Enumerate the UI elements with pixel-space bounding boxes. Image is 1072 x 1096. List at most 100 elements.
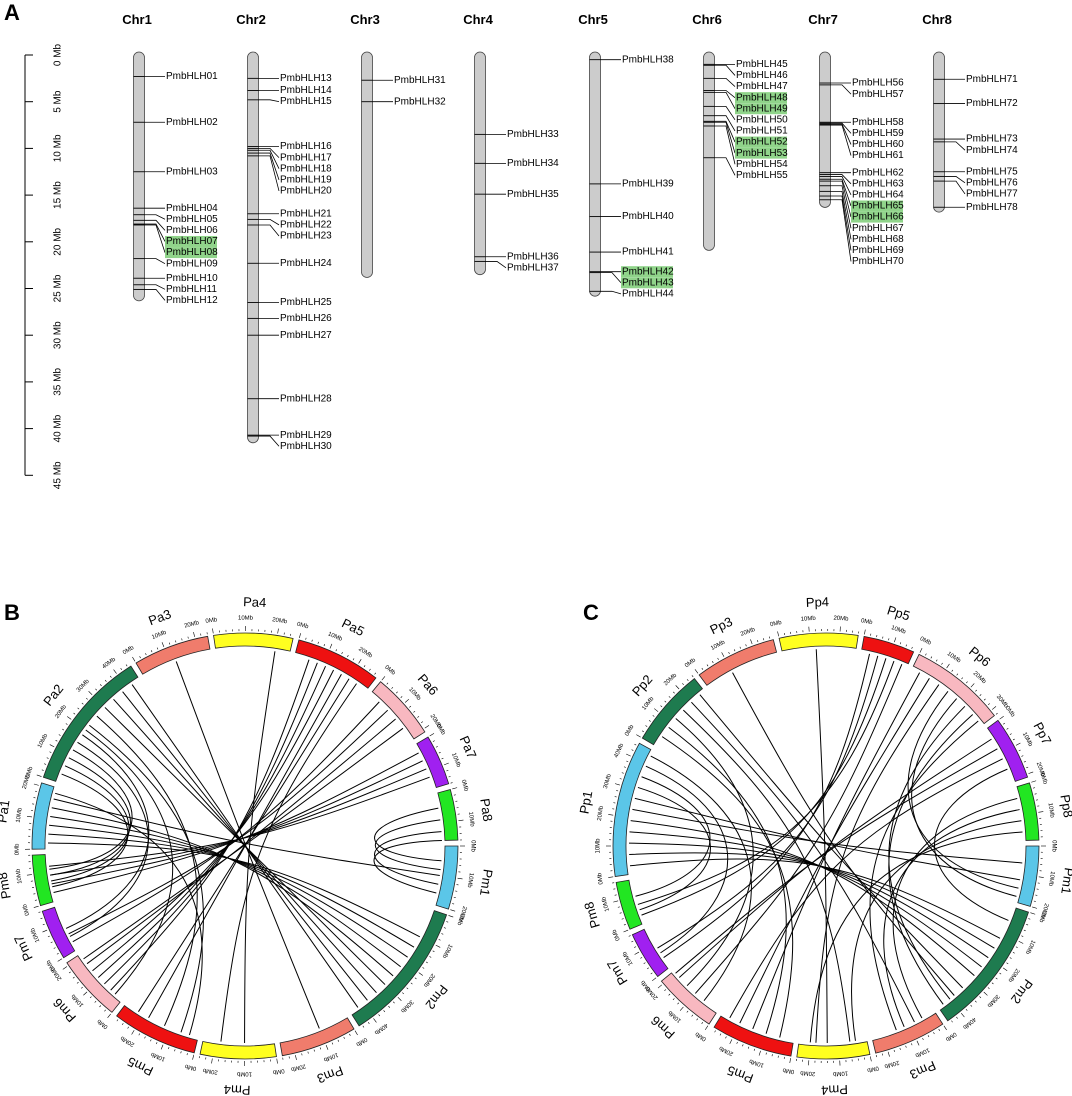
segment-arc: [641, 677, 703, 746]
segment-tick: [150, 1039, 152, 1042]
gene-label: PmbHLH57: [852, 89, 904, 100]
segment-tick: [736, 1041, 738, 1044]
gene-connector: [714, 121, 736, 154]
segment-tick: [899, 642, 902, 645]
segment-tick: [1028, 918, 1031, 920]
segment-tick: [664, 700, 667, 703]
synteny-link: [104, 662, 318, 985]
segment-tick-label: 40Mb: [961, 1016, 977, 1031]
segment-tick-label: 0Mb: [45, 958, 57, 972]
segment-tick: [435, 746, 438, 748]
segment-tick: [301, 1053, 303, 1056]
scale-label: 40 Mb: [53, 414, 64, 442]
synteny-link: [883, 809, 1020, 1028]
synteny-link: [85, 729, 173, 995]
segment-tick: [99, 1005, 102, 1008]
chromosome-chr1: Chr1PmbHLH01PmbHLH02PmbHLH03PmbHLH04PmbH…: [122, 12, 218, 306]
gene-label: PmbHLH22: [280, 220, 332, 231]
segment-tick: [626, 753, 631, 757]
segment-arc: [612, 742, 652, 877]
gene-connector: [714, 115, 736, 132]
gene-label: PmbHLH46: [736, 70, 788, 81]
segment-tick: [386, 682, 389, 685]
segment-tick: [943, 1025, 947, 1031]
gene-connector: [714, 90, 736, 98]
synteny-link: [683, 709, 851, 1042]
segment-tick-label: 10Mb: [407, 687, 422, 703]
gene-label: PmbHLH42: [622, 266, 674, 277]
segment-tick: [150, 650, 153, 653]
segment-arc: [939, 907, 1029, 1022]
segment-tick: [887, 1051, 890, 1057]
chromosome-chr6: Chr6PmbHLH45PmbHLH46PmbHLH47PmbHLH48PmbH…: [692, 12, 788, 251]
segment-tick: [138, 1033, 141, 1036]
chromosome-bar: [361, 51, 373, 278]
segment-tick: [41, 769, 44, 771]
segment-arc: [66, 955, 121, 1013]
synteny-link: [50, 757, 131, 876]
gene-label: PmbHLH18: [280, 163, 332, 174]
gene-highlight: [735, 147, 787, 159]
segment-tick: [1009, 733, 1012, 735]
gene-connector: [830, 124, 852, 156]
segment-tick: [429, 956, 432, 958]
segment-tick: [930, 656, 933, 659]
synteny-link: [629, 858, 1001, 939]
segment-tick: [168, 642, 171, 645]
segment-tick: [672, 998, 675, 1001]
segment-tick: [933, 1032, 935, 1035]
gene-label: PmbHLH14: [280, 85, 332, 96]
gene-label: PmbHLH45: [736, 59, 788, 70]
segment-tick: [120, 667, 123, 670]
segment-tick: [113, 669, 117, 674]
segment-arc: [1016, 782, 1040, 841]
gene-label: PmbHLH36: [507, 251, 559, 262]
segment-tick: [42, 929, 48, 933]
segment-tick: [1028, 771, 1034, 774]
segment-tick: [76, 981, 79, 984]
segment-tick: [33, 905, 39, 908]
segment-tick: [631, 749, 634, 751]
gene-connector: [258, 99, 280, 102]
segment-tick: [413, 710, 416, 713]
segment-tick: [938, 1028, 941, 1031]
gene-connector: [258, 155, 280, 192]
segment-tick: [323, 644, 325, 647]
segment-tick: [47, 935, 50, 938]
gene-highlight: [735, 136, 787, 148]
segment-tick: [691, 1014, 694, 1017]
segment-tick: [956, 673, 959, 676]
segment-tick-label: 10Mb: [667, 1009, 683, 1024]
segment-tick-label: 0Mb: [624, 724, 635, 738]
gene-label: PmbHLH62: [852, 167, 904, 178]
gene-connector: [714, 120, 736, 143]
segment-tick: [212, 628, 214, 634]
segment-tick: [335, 649, 337, 652]
segment-tick: [652, 715, 655, 717]
segment-tick: [55, 739, 58, 742]
segment-tick-label: 0Mb: [860, 618, 873, 626]
synteny-link: [49, 824, 408, 958]
gene-connector: [714, 64, 736, 76]
synteny-link: [629, 842, 989, 959]
segment-tick-label: 10Mb: [801, 616, 817, 623]
segment-tick: [311, 639, 313, 642]
segment-tick-label: 10Mb: [622, 950, 635, 967]
scale-label: 15 Mb: [53, 181, 64, 209]
segment-tick: [38, 911, 41, 913]
segment-arc: [872, 1012, 944, 1054]
gene-connector: [944, 141, 966, 151]
segment-tick: [65, 723, 68, 725]
synteny-link: [694, 663, 903, 994]
segment-tick-label: 0Mb: [469, 840, 475, 852]
segment-name: Pp8: [1057, 793, 1072, 818]
segment-tick-label: 0Mb: [1039, 772, 1048, 786]
synteny-link: [888, 705, 966, 1000]
segment-tick: [156, 647, 159, 650]
scale-label: 30 Mb: [53, 321, 64, 349]
segment-tick: [753, 1048, 756, 1051]
segment-arc: [295, 639, 377, 689]
